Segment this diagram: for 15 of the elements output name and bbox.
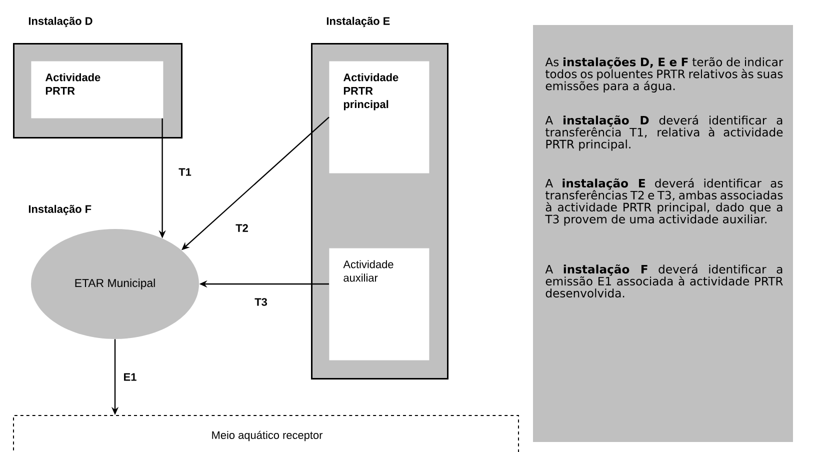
receptor-box: Meio aquático receptor [13, 415, 519, 452]
facility-heading: Instalação E [326, 16, 390, 28]
edge-label: T1 [178, 168, 192, 176]
paragraph: A instalação D deverá identificar a transferência T1, relativa à actividade PRTR principal. [545, 115, 783, 151]
activity-box: Actividade PRTR [31, 61, 164, 118]
activity-box: Actividade PRTR principal [329, 61, 430, 174]
paragraph: A instalação F deverá identificar a emissão E1 associada à actividade PRTR desenvolvida. [545, 264, 783, 298]
facility-heading: Instalação F [28, 204, 92, 216]
edge-label: T2 [236, 224, 248, 232]
paragraph: As instalações D, E e F terão de indicar todos os poluentes PRTR relativos às suas emissões para a água. [545, 57, 784, 92]
facility-heading: Instalação D [28, 16, 92, 28]
edge-label: T3 [254, 298, 267, 306]
edge-label: E1 [124, 373, 136, 381]
activity-box: Actividade auxiliar [329, 248, 430, 360]
paragraph: A instalação E deverá identificar as transferências T2 e T3, ambas associadas à actividade PRTR principal, dado que a T3 provem de uma actividade auxiliar. [545, 178, 783, 226]
